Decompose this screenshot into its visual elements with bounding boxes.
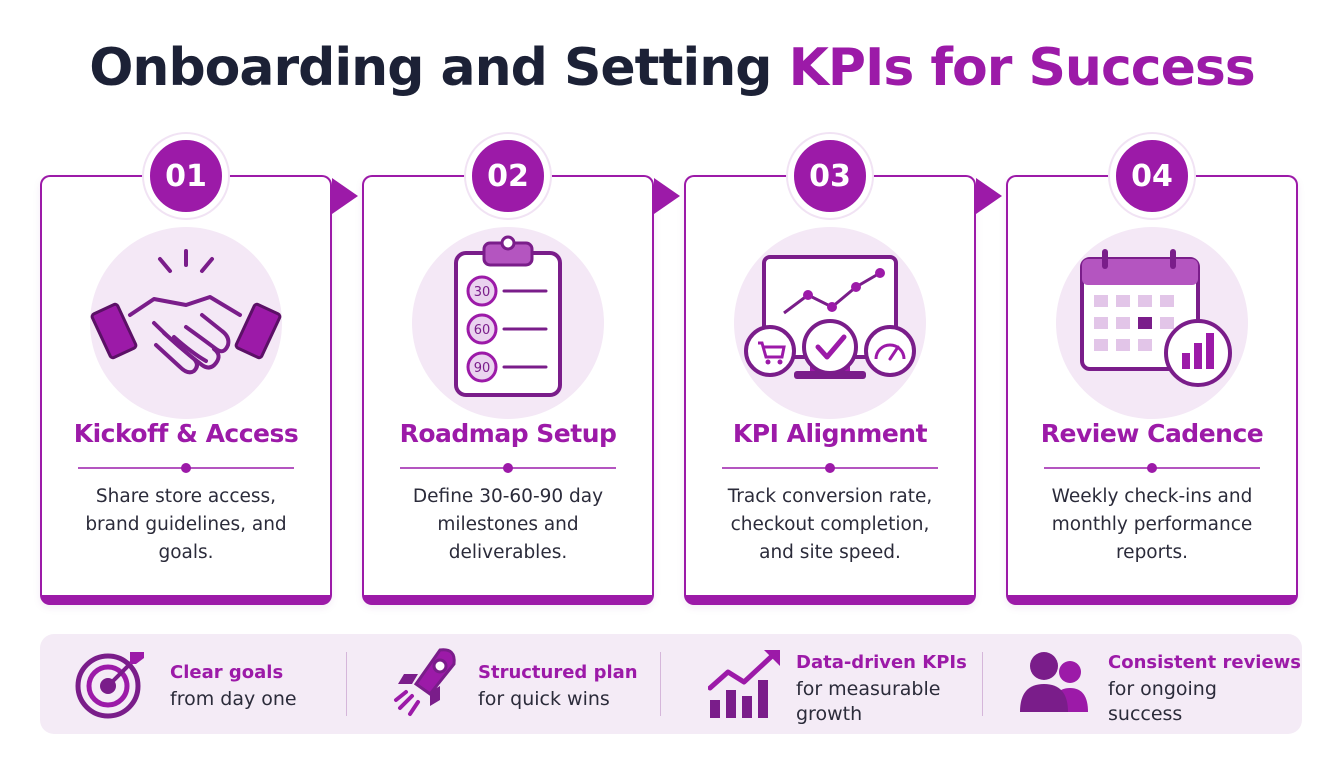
handshake-icon <box>90 227 282 419</box>
feature-divider <box>346 652 347 716</box>
title-accent: KPIs for Success <box>788 38 1256 98</box>
target-icon <box>75 652 144 719</box>
step-title: KPI Alignment <box>732 419 928 448</box>
page-title: Onboarding and Setting KPIs for Success <box>0 38 1344 98</box>
step-badge-1: 01 <box>144 134 228 218</box>
step-card-2: 30 60 90 Roadmap Setup Define 30-60-90 d… <box>362 175 654 605</box>
divider-dot <box>503 463 513 473</box>
step-description: Share store access, brand guidelines, an… <box>85 486 287 563</box>
connector-arrow-icon <box>654 178 680 214</box>
feature-clear-goals: Clear goals from day one <box>40 634 348 734</box>
step-title: Kickoff & Access <box>73 419 299 448</box>
step-card-4: Review Cadence Weekly check-ins and mont… <box>1006 175 1298 605</box>
feature-subtitle: from day one <box>170 688 297 710</box>
milestone-90: 90 <box>474 361 491 376</box>
milestone-30: 30 <box>474 285 491 300</box>
step-divider <box>400 463 616 473</box>
feature-subtitle: for measurable growth <box>796 678 941 725</box>
divider-dot <box>181 463 191 473</box>
growth-chart-icon <box>708 650 780 718</box>
divider-dot <box>825 463 835 473</box>
step-title: Roadmap Setup <box>399 419 617 448</box>
step-title: Review Cadence <box>1040 419 1264 448</box>
step-description: Weekly check-ins and monthly performance… <box>1051 486 1253 563</box>
feature-title: Structured plan <box>478 662 638 683</box>
rocket-icon <box>394 648 456 716</box>
team-icon <box>1020 652 1088 712</box>
milestone-60: 60 <box>474 323 491 338</box>
feature-structured-plan: Structured plan for quick wins <box>350 634 660 734</box>
step-card-1: Kickoff & Access Share store access, bra… <box>40 175 332 605</box>
feature-title: Data-driven KPIs <box>796 652 967 673</box>
step-description: Define 30-60-90 day milestones and deliv… <box>412 486 604 563</box>
connector-arrow-icon <box>976 178 1002 214</box>
connector-arrow-icon <box>332 178 358 214</box>
feature-divider <box>660 652 661 716</box>
benefits-bar: Clear goals from day one Structured plan… <box>40 634 1302 734</box>
divider-dot <box>1147 463 1157 473</box>
feature-title: Consistent reviews <box>1108 652 1302 673</box>
step-divider <box>722 463 938 473</box>
feature-divider <box>982 652 983 716</box>
step-badge-2: 02 <box>466 134 550 218</box>
step-card-3: KPI Alignment Track conversion rate, che… <box>684 175 976 605</box>
feature-data-driven: Data-driven KPIs for measurable growth <box>664 634 982 734</box>
step-divider <box>1044 463 1260 473</box>
step-badge-4: 04 <box>1110 134 1194 218</box>
clipboard-checklist-icon: 30 60 90 <box>412 227 604 419</box>
feature-subtitle: for ongoing success <box>1108 678 1217 725</box>
step-description: Track conversion rate, checkout completi… <box>727 486 933 563</box>
feature-subtitle: for quick wins <box>478 688 610 710</box>
step-badge-3: 03 <box>788 134 872 218</box>
calendar-chart-icon <box>1056 227 1248 419</box>
title-main: Onboarding and Setting <box>89 38 789 98</box>
monitor-analytics-icon <box>734 227 926 419</box>
feature-consistent-reviews: Consistent reviews for ongoing success <box>986 634 1302 734</box>
step-divider <box>78 463 294 473</box>
feature-title: Clear goals <box>170 662 284 683</box>
